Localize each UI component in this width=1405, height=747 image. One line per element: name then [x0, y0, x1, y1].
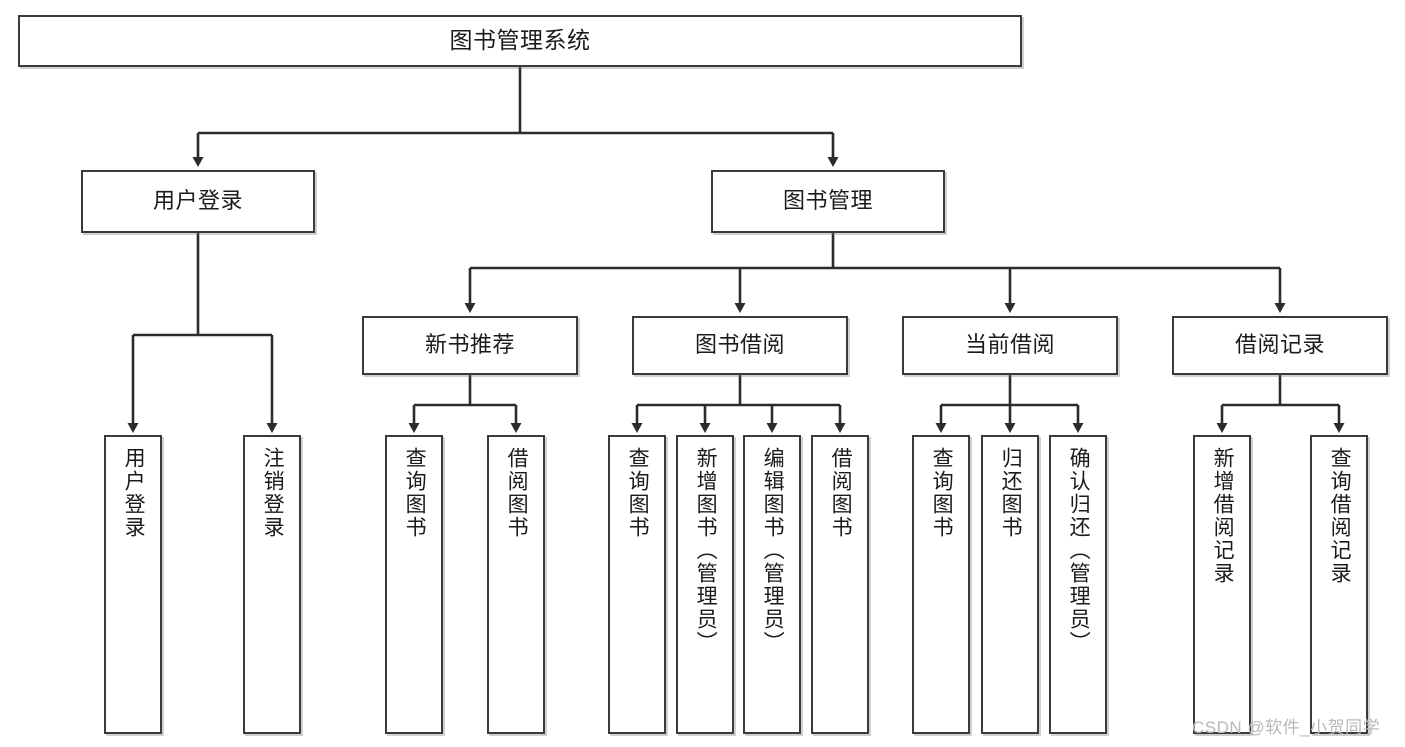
csdn-watermark: CSDN @软件_小贺同学	[1192, 718, 1381, 737]
node-user-login[interactable]: 用户登录	[81, 170, 315, 233]
node-label: 归还图书	[999, 447, 1023, 539]
node-label: 查询图书	[626, 447, 650, 539]
node-book-manage[interactable]: 图书管理	[711, 170, 945, 233]
node-new-book-recommend[interactable]: 新书推荐	[362, 316, 578, 375]
node-book-borrow[interactable]: 图书借阅	[632, 316, 848, 375]
node-label: 借阅记录	[1234, 332, 1325, 358]
node-label: 借阅图书	[829, 447, 853, 539]
node-leaf-borrow-book-borrow[interactable]: 借阅图书	[811, 435, 869, 734]
node-leaf-return-book[interactable]: 归还图书	[981, 435, 1039, 734]
node-root-book-management-system[interactable]: 图书管理系统	[18, 15, 1022, 67]
node-leaf-add-book-admin[interactable]: 新增图书（管理员）	[676, 435, 734, 734]
node-label: 当前借阅	[964, 332, 1055, 358]
node-label: 确认归还（管理员）	[1067, 447, 1091, 654]
node-label: 图书借阅	[694, 332, 785, 358]
node-label: 借阅图书	[505, 447, 529, 539]
node-label: 查询借阅记录	[1328, 447, 1352, 585]
node-current-borrow[interactable]: 当前借阅	[902, 316, 1118, 375]
node-leaf-query-book-current[interactable]: 查询图书	[912, 435, 970, 734]
node-leaf-query-borrow-record[interactable]: 查询借阅记录	[1310, 435, 1368, 734]
node-label: 新书推荐	[424, 332, 515, 358]
node-leaf-logout-login[interactable]: 注销登录	[243, 435, 301, 734]
node-label: 新增图书（管理员）	[694, 447, 718, 654]
node-leaf-confirm-return-admin[interactable]: 确认归还（管理员）	[1049, 435, 1107, 734]
node-label: 图书管理系统	[449, 27, 591, 54]
node-label: 用户登录	[122, 447, 146, 539]
node-label: 用户登录	[152, 188, 243, 214]
node-leaf-add-borrow-record[interactable]: 新增借阅记录	[1193, 435, 1251, 734]
node-label: 注销登录	[261, 447, 285, 539]
node-label: 查询图书	[930, 447, 954, 539]
node-borrow-record[interactable]: 借阅记录	[1172, 316, 1388, 375]
node-label: 编辑图书（管理员）	[761, 447, 785, 654]
node-label: 新增借阅记录	[1211, 447, 1235, 585]
node-leaf-user-login[interactable]: 用户登录	[104, 435, 162, 734]
node-leaf-query-book-recommend[interactable]: 查询图书	[385, 435, 443, 734]
node-leaf-edit-book-admin[interactable]: 编辑图书（管理员）	[743, 435, 801, 734]
node-leaf-borrow-book-recommend[interactable]: 借阅图书	[487, 435, 545, 734]
node-label: 图书管理	[782, 188, 873, 214]
node-label: 查询图书	[403, 447, 427, 539]
node-leaf-query-book-borrow[interactable]: 查询图书	[608, 435, 666, 734]
